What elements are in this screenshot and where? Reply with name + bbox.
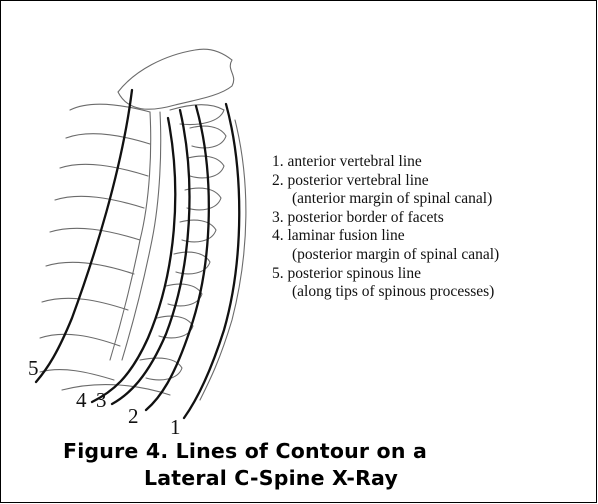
legend-number: 5.	[272, 265, 284, 282]
legend-item-5: 5. posterior spinous line	[272, 265, 592, 284]
spinous-process-2	[66, 134, 150, 144]
figure-caption-line-1: Figure 4. Lines of Contour on a	[63, 439, 427, 463]
vertebra-c5	[180, 220, 216, 242]
line-number-3: 3	[96, 388, 107, 413]
legend-text: posterior spinous line	[288, 265, 421, 282]
legend-text: anterior vertebral line	[288, 153, 422, 170]
spinous-process-4	[55, 196, 144, 208]
vertebra-c2	[190, 126, 226, 148]
figure-caption-line-2: Lateral C-Spine X-Ray	[144, 466, 398, 490]
legend-item-3: 3. posterior border of facets	[272, 209, 592, 228]
line-4-laminar-fusion	[92, 118, 175, 402]
skull-base	[118, 49, 234, 109]
legend-subtext: (along tips of spinous processes)	[272, 283, 592, 302]
legend-text: laminar fusion line	[288, 227, 405, 244]
facet-column-a	[110, 112, 151, 360]
legend-number: 2.	[272, 172, 284, 189]
legend-item-2: 2. posterior vertebral line	[272, 172, 592, 191]
vertebra-c7	[166, 284, 202, 306]
legend-text: posterior vertebral line	[288, 172, 429, 189]
line-1-anterior-vertebral	[184, 104, 239, 418]
line-2-posterior-vertebral	[146, 106, 209, 410]
line-number-5: 5	[28, 356, 39, 381]
spinous-process-8	[40, 334, 120, 346]
legend-number: 3.	[272, 209, 284, 226]
legend-item-1: 1. anterior vertebral line	[272, 153, 592, 172]
spinous-process-5	[50, 228, 140, 240]
legend-item-4: 4. laminar fusion line	[272, 227, 592, 246]
legend-subtext: (posterior margin of spinal canal)	[272, 246, 592, 265]
line-number-4: 4	[76, 388, 87, 413]
legend-number: 4.	[272, 227, 284, 244]
line-number-1: 1	[170, 415, 181, 440]
legend-number: 1.	[272, 153, 284, 170]
line-number-2: 2	[128, 404, 139, 429]
legend-list: 1. anterior vertebral line 2. posterior …	[272, 153, 592, 302]
spinous-process-3	[60, 164, 148, 176]
spinous-process-7	[42, 298, 128, 310]
legend-text: posterior border of facets	[288, 209, 444, 226]
spinous-process-9	[40, 370, 114, 380]
legend-subtext: (anterior margin of spinal canal)	[272, 190, 592, 209]
